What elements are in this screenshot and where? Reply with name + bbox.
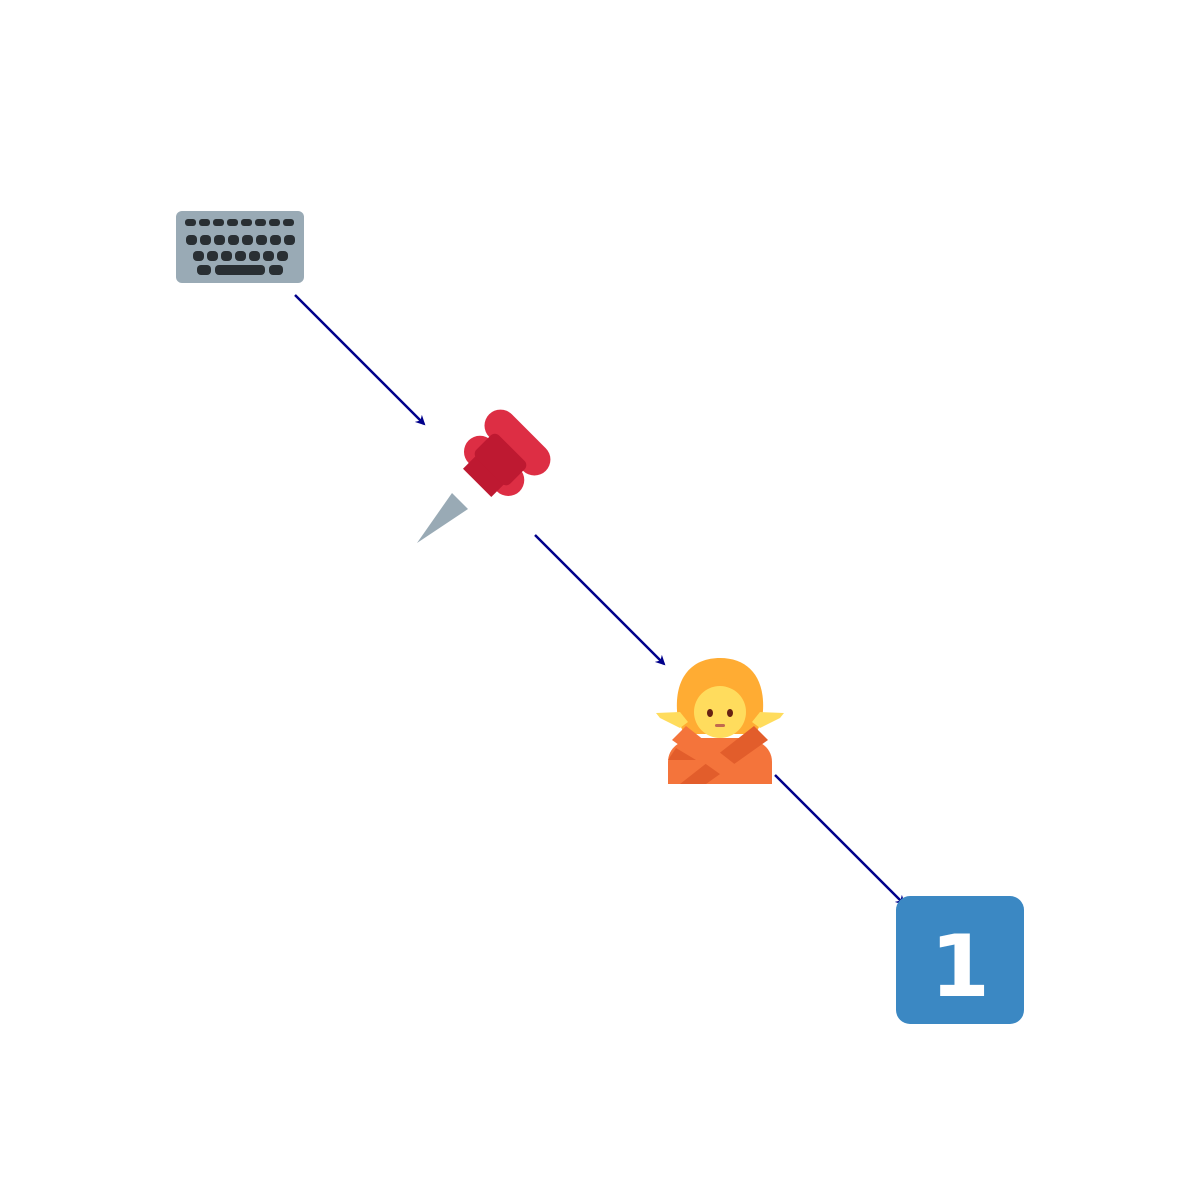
edge-keyboard-to-pushpin — [294, 294, 426, 426]
edges — [294, 294, 906, 906]
pushpin-icon — [417, 409, 551, 543]
keyboard-icon — [176, 211, 304, 283]
edge-person-to-keycap — [774, 774, 906, 906]
person-gesturing-no-icon — [656, 658, 784, 784]
keycap-one-icon: 1 — [896, 896, 1024, 1024]
keycap-number: 1 — [930, 917, 990, 1017]
edge-pushpin-to-person — [534, 534, 666, 666]
